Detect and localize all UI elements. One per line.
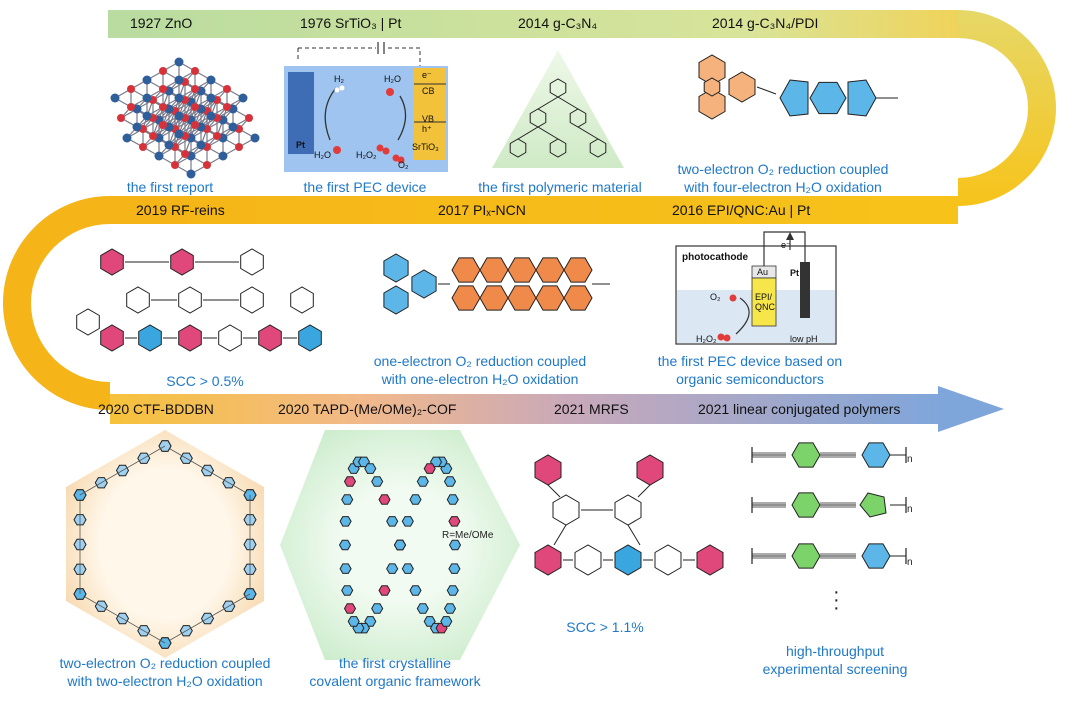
srtio3-electrode <box>414 68 446 160</box>
g-c3n4-pdi-structure <box>698 54 898 120</box>
pi-ncn-structure <box>383 253 610 315</box>
milestone-2016: 2016 EPI/QNC:Au | Pt <box>672 202 811 218</box>
caption-2021-mrfs: SCC > 1.1% <box>566 619 644 635</box>
polymer2-subscript: n <box>907 504 913 515</box>
cof-r-label: R=Me/OMe <box>442 530 494 541</box>
h2o2-label: H₂O₂ <box>356 150 377 160</box>
timeline-band <box>3 10 1056 432</box>
ctf-bddbn-structure <box>66 430 264 658</box>
qnc-label: QNC <box>755 302 775 312</box>
milestone-2017: 2017 PIₓ-NCN <box>438 202 526 218</box>
hole-label: h⁺ <box>422 124 432 134</box>
epi-label: EPI/ <box>755 292 773 302</box>
h2o2-2016-label: H₂O₂ <box>696 334 717 344</box>
caption-2019: SCC > 0.5% <box>166 373 244 389</box>
band-arrowhead <box>938 386 1004 432</box>
pt-electrode <box>288 72 314 154</box>
epi-qnc-pec-device <box>675 231 837 345</box>
polymer1-subscript: n <box>907 454 913 465</box>
o2-2016-label: O₂ <box>710 292 721 302</box>
zno-crystal-structure <box>110 57 260 179</box>
h2-label: H₂ <box>334 74 344 84</box>
caption-2014-gcn: the first polymeric material <box>478 179 642 195</box>
caption-1976: the first PEC device <box>303 179 427 195</box>
g-c3n4-structure <box>492 50 624 168</box>
o2-label: O₂ <box>398 160 409 170</box>
photocathode-label: photocathode <box>682 252 749 263</box>
vb-label: VB <box>422 114 435 124</box>
milestone-2020-ctf: 2020 CTF-BDDBN <box>98 401 214 417</box>
electron-label: e⁻ <box>422 70 432 80</box>
mrfs-structure <box>534 454 724 576</box>
milestone-2021-mrfs: 2021 MRFS <box>554 401 629 417</box>
milestone-1927: 1927 ZnO <box>130 15 193 31</box>
milestone-2021-polymers: 2021 linear conjugated polymers <box>698 401 901 417</box>
more-polymers-ellipsis: ··· <box>833 581 840 619</box>
pt-label: Pt <box>296 140 305 150</box>
h2o-left-label: H₂O <box>314 150 331 160</box>
lowph-label: low pH <box>790 334 818 344</box>
milestone-2014-gcn-pdi: 2014 g-C₃N₄/PDI <box>712 15 819 31</box>
band-row-2 <box>110 196 958 224</box>
rf-resin-structure <box>76 248 322 352</box>
h2o-top-label: H₂O <box>384 74 401 84</box>
linear-polymers <box>751 442 907 569</box>
milestone-2014-gcn: 2014 g-C₃N₄ <box>518 15 598 31</box>
polymer3-subscript: n <box>907 557 913 568</box>
electron2016-label: e⁻ <box>781 240 791 250</box>
milestone-2019: 2019 RF-reins <box>136 202 225 218</box>
band-row-1 <box>108 10 958 38</box>
band-left-turn <box>3 196 110 410</box>
au-label: Au <box>757 267 769 277</box>
srtio3-pec-device <box>284 42 448 172</box>
tapd-cof-structure <box>280 430 520 660</box>
caption-1927: the first report <box>126 179 214 195</box>
milestone-2020-cof: 2020 TAPD-(Me/OMe)₂-COF <box>278 401 457 417</box>
srtio3-label: SrTiO₃ <box>412 142 439 152</box>
pt2016-label: Pt <box>790 268 799 278</box>
cb-label: CB <box>422 86 435 96</box>
band-right-turn <box>958 10 1056 206</box>
band-row-3 <box>110 394 940 424</box>
milestone-1976: 1976 SrTiO₃ | Pt <box>300 15 402 31</box>
